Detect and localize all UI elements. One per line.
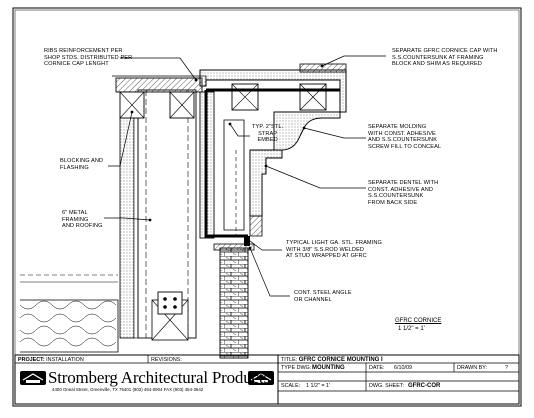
exterior-wall xyxy=(119,89,197,341)
date-label: DATE: xyxy=(369,365,385,371)
drawn-by-label: DRAWN BY: xyxy=(457,365,488,371)
sheet-value: GFRC-COR xyxy=(408,383,441,389)
parapet-cap xyxy=(112,75,207,119)
company-name: Stromberg Architectural Products xyxy=(48,368,270,387)
brick-veneer xyxy=(213,243,255,359)
title-label: TITLE: GFRC CORNICE MOUNTING I xyxy=(281,357,383,363)
type-label: TYPE DWG: xyxy=(281,365,312,371)
date-value: 6/10/09 xyxy=(394,365,412,371)
logo-emblem-left xyxy=(20,371,46,385)
molding-profile xyxy=(235,111,341,237)
project-label: PROJECT: INSTALLATION xyxy=(18,357,84,363)
detail-scale: 1 1/2" = 1' xyxy=(398,326,425,332)
steel-framing xyxy=(204,88,340,246)
drawn-by-value: ? xyxy=(505,365,508,371)
logo-emblem-right xyxy=(248,371,274,385)
leader-arrows xyxy=(130,64,324,250)
type-value: MOUNTING xyxy=(312,365,345,371)
sheet-border xyxy=(12,7,522,407)
scale-value: 1 1/2" = 1' xyxy=(306,383,331,389)
leader-lines xyxy=(104,55,386,297)
revisions-label: REVISIONS: xyxy=(151,357,182,363)
sheet-label: DWG. SHEET: xyxy=(369,383,405,389)
sheet-inner-border xyxy=(14,9,520,405)
detail-title: GFRC CORNICE xyxy=(395,318,442,324)
company-address: 4400 Oneal Street, Greenville, TX 75401 … xyxy=(52,387,204,392)
title-block-grid xyxy=(14,354,520,405)
scale-label: SCALE: xyxy=(281,383,301,389)
insulation xyxy=(19,274,119,353)
